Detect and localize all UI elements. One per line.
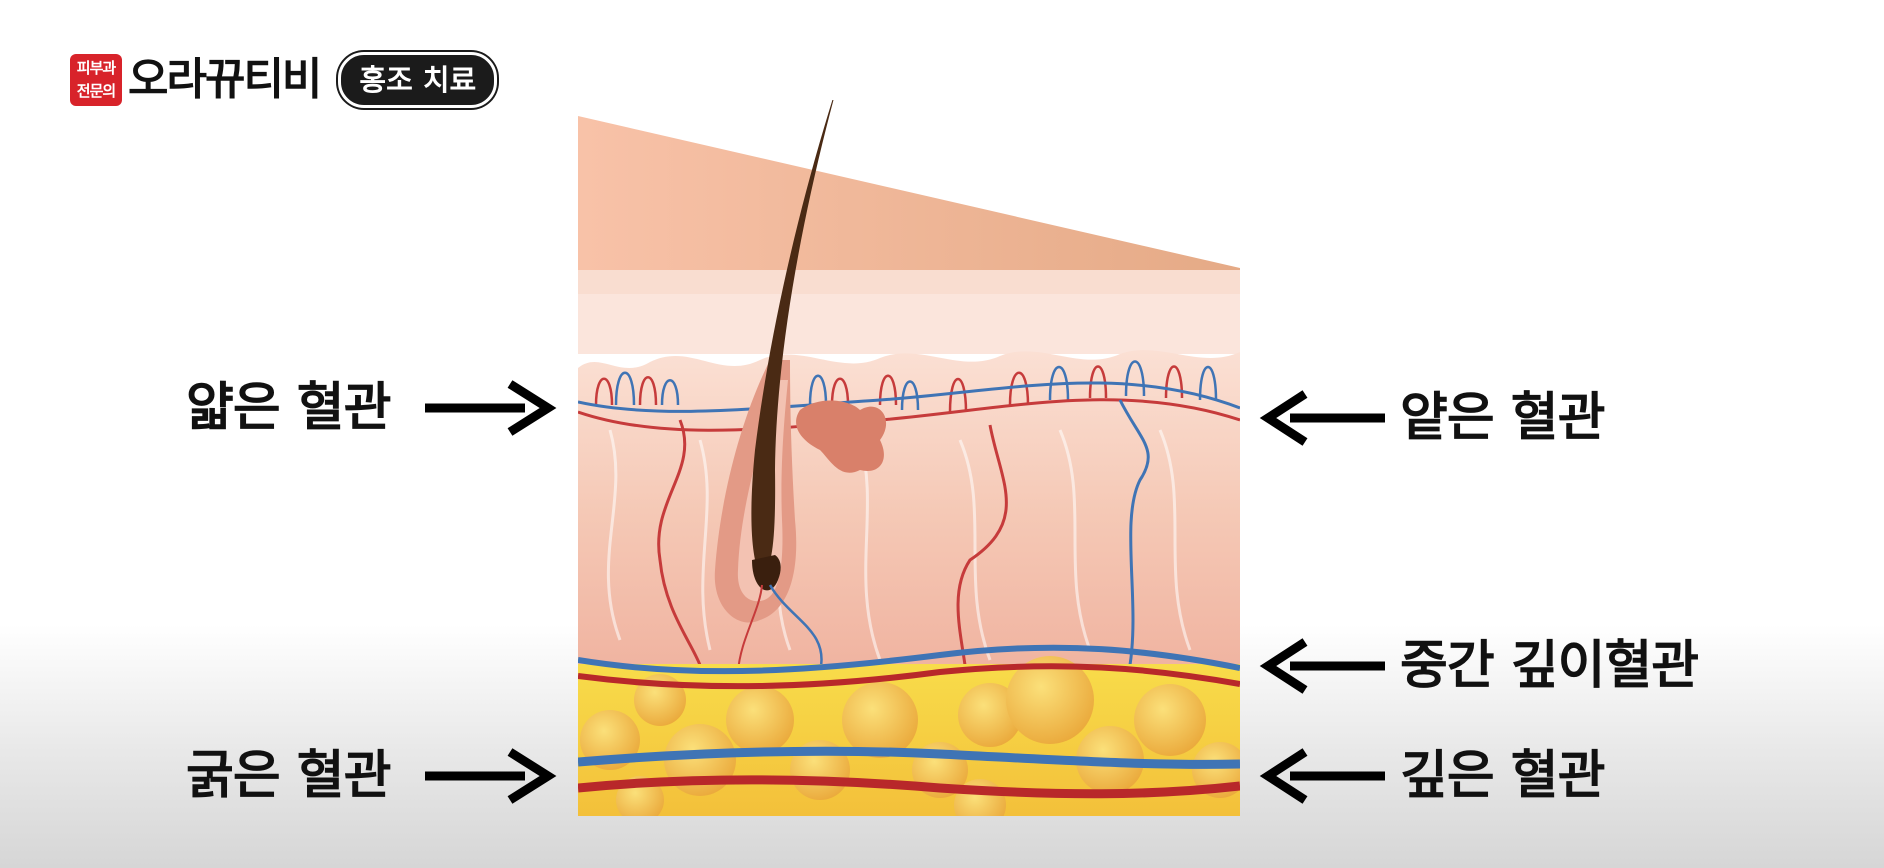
arrow-deep-right bbox=[1259, 748, 1385, 804]
skin-surface bbox=[578, 116, 1240, 300]
label-thick-vessel-left: 굵은 혈관 bbox=[186, 746, 391, 806]
hair-bulb bbox=[752, 555, 781, 591]
middle-depth-vein bbox=[578, 644, 1240, 675]
deep-vein bbox=[578, 746, 1240, 769]
label-middle-depth-vessel-right: 중간 깊이혈관 bbox=[1400, 636, 1699, 696]
follicle-vein bbox=[768, 584, 823, 673]
skin-layers bbox=[578, 100, 1240, 816]
dermatologist-badge: 피부과 전문의 bbox=[70, 54, 122, 106]
sebaceous-gland bbox=[796, 400, 887, 473]
ascending-artery-2 bbox=[956, 424, 1008, 666]
middle-depth-artery bbox=[578, 663, 1240, 690]
hair-shaft bbox=[751, 100, 834, 575]
arrow-thick-left bbox=[425, 748, 557, 804]
arrow-shallow-right bbox=[1259, 390, 1385, 446]
label-shallow-vessel-right: 얕은 혈관 bbox=[1400, 388, 1605, 448]
channel-name: 오라뀨티비 bbox=[128, 54, 322, 105]
deep-artery bbox=[578, 775, 1240, 799]
badge-line-1: 피부과 bbox=[76, 59, 116, 77]
channel-logo: 피부과 전문의 오라뀨티비 홍조 치료 bbox=[70, 52, 498, 108]
ascending-vein bbox=[1118, 399, 1150, 666]
ascending-artery-1 bbox=[657, 419, 702, 666]
label-shallow-vessel-left: 얇은 혈관 bbox=[186, 378, 391, 438]
epidermis-lower bbox=[578, 294, 1240, 354]
topic-badge: 홍조 치료 bbox=[338, 52, 498, 108]
follicle-vessel bbox=[737, 584, 763, 673]
pointer-arrows bbox=[425, 380, 1385, 804]
label-deep-vessel-right: 깊은 혈관 bbox=[1400, 746, 1605, 806]
superficial-vein bbox=[578, 381, 1240, 413]
arrow-middle-right bbox=[1259, 638, 1385, 694]
arrow-shallow-left bbox=[425, 380, 557, 436]
badge-line-2: 전문의 bbox=[76, 82, 116, 100]
